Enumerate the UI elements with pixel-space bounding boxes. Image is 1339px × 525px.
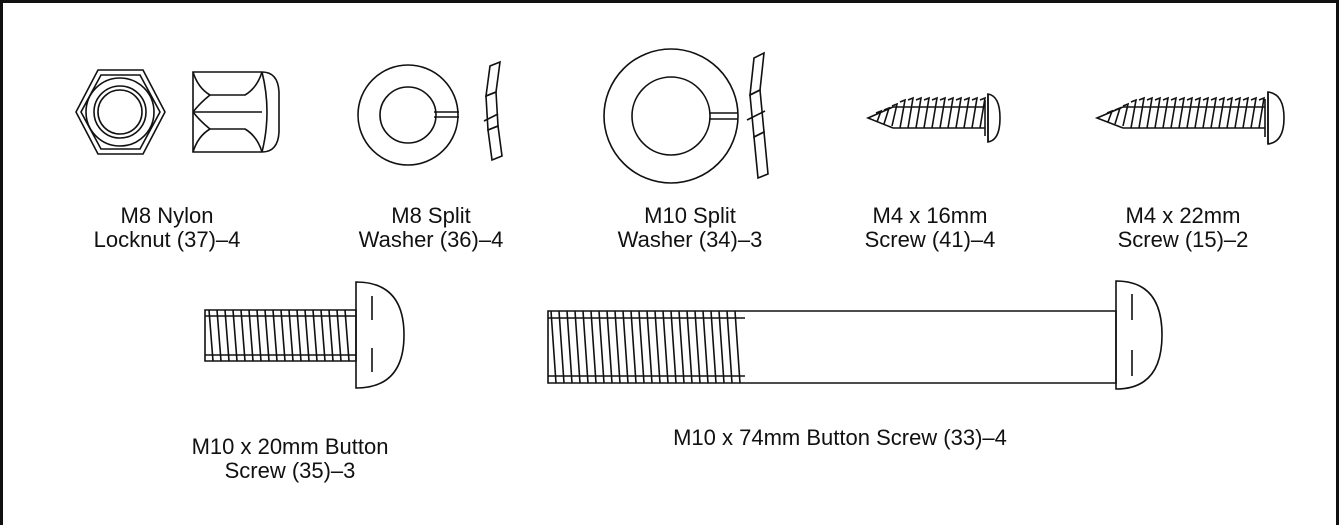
label-m10x74-button-screw: M10 x 74mm Button Screw (33)–4 bbox=[673, 425, 1007, 450]
m8-split-washer-icon bbox=[358, 62, 502, 165]
m10x74-button-screw-icon bbox=[548, 281, 1162, 389]
m10x20-button-screw-icon bbox=[205, 282, 404, 388]
label-m10x20-button-screw: M10 x 20mm Button Screw (35)–3 bbox=[191, 434, 389, 483]
locknut-side-icon bbox=[193, 72, 279, 152]
label-m4x16-screw: M4 x 16mm Screw (41)–4 bbox=[864, 203, 996, 252]
label-m8-split-washer: M8 Split Washer (36)–4 bbox=[358, 203, 504, 252]
label-m4x22-screw: M4 x 22mm Screw (15)–2 bbox=[1117, 203, 1249, 252]
m10-split-washer-icon bbox=[604, 49, 768, 183]
label-m10-split-washer: M10 Split Washer (34)–3 bbox=[617, 203, 763, 252]
m4x16-screw-icon bbox=[868, 94, 1000, 142]
label-nylon-locknut: M8 Nylon Locknut (37)–4 bbox=[93, 203, 241, 252]
m4x22-screw-icon bbox=[1097, 92, 1284, 144]
locknut-front-icon bbox=[76, 70, 165, 154]
